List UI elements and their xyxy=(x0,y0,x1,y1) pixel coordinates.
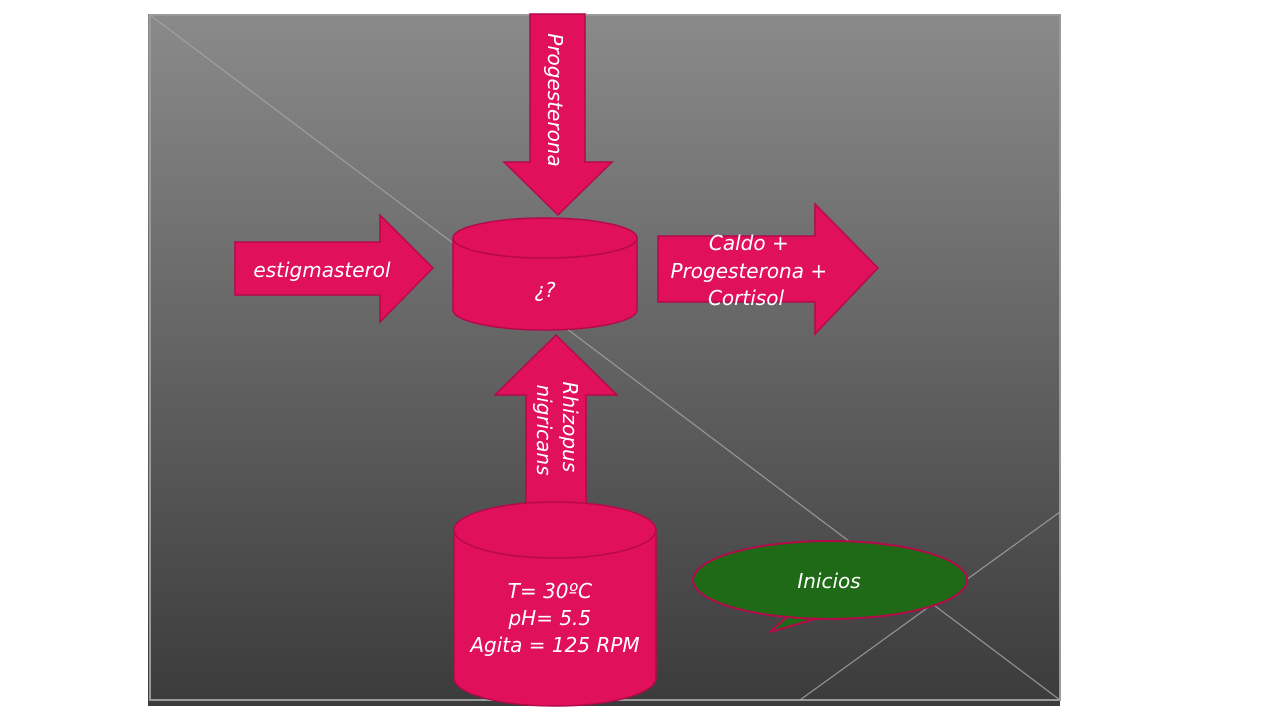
reactor-label: ¿? xyxy=(534,278,556,302)
conditions-cylinder: T= 30ºC pH= 5.5 Agita = 125 RPM xyxy=(453,501,657,707)
conditions-line-3: Agita = 125 RPM xyxy=(468,633,639,657)
conditions-top xyxy=(453,501,657,559)
left-arrow-shape xyxy=(234,213,435,324)
bottom-arrow-label: Rhizopus nigricans xyxy=(532,381,582,478)
conditions-label: T= 30ºC pH= 5.5 Agita = 125 RPM xyxy=(468,579,639,657)
output-line-2: Progesterona + xyxy=(671,259,828,283)
bottom-arrow-line-1: Rhizopus xyxy=(558,381,582,472)
top-input-arrow: Progesterona xyxy=(502,13,614,217)
output-arrow-label: Caldo + Progesterona + Cortisol xyxy=(671,231,834,310)
output-line-1: Caldo + xyxy=(709,231,789,255)
conditions-body xyxy=(453,530,657,707)
top-arrow-shape xyxy=(502,13,614,217)
callout-label: Inicios xyxy=(797,569,860,593)
reactor-cylinder: ¿? xyxy=(452,217,638,331)
bottom-input-arrow: Rhizopus nigricans xyxy=(493,333,619,506)
conditions-line-1: T= 30ºC xyxy=(508,579,592,603)
output-arrow-shape xyxy=(657,202,880,336)
callout-bubble xyxy=(692,540,968,620)
reactor-top xyxy=(452,217,638,259)
bottom-arrow-shape xyxy=(493,333,619,506)
reactor-body xyxy=(452,238,638,331)
inicios-callout[interactable]: Inicios xyxy=(692,540,968,633)
output-arrow: Caldo + Progesterona + Cortisol xyxy=(657,202,880,336)
callout-tail-joint xyxy=(792,610,823,617)
bottom-arrow-line-2: nigricans xyxy=(532,384,556,475)
output-line-3: Cortisol xyxy=(708,286,784,310)
top-arrow-label: Progesterona xyxy=(543,33,567,166)
conditions-line-2: pH= 5.5 xyxy=(507,606,591,630)
left-input-arrow: estigmasterol xyxy=(234,213,435,324)
left-arrow-label: estigmasterol xyxy=(253,258,391,282)
